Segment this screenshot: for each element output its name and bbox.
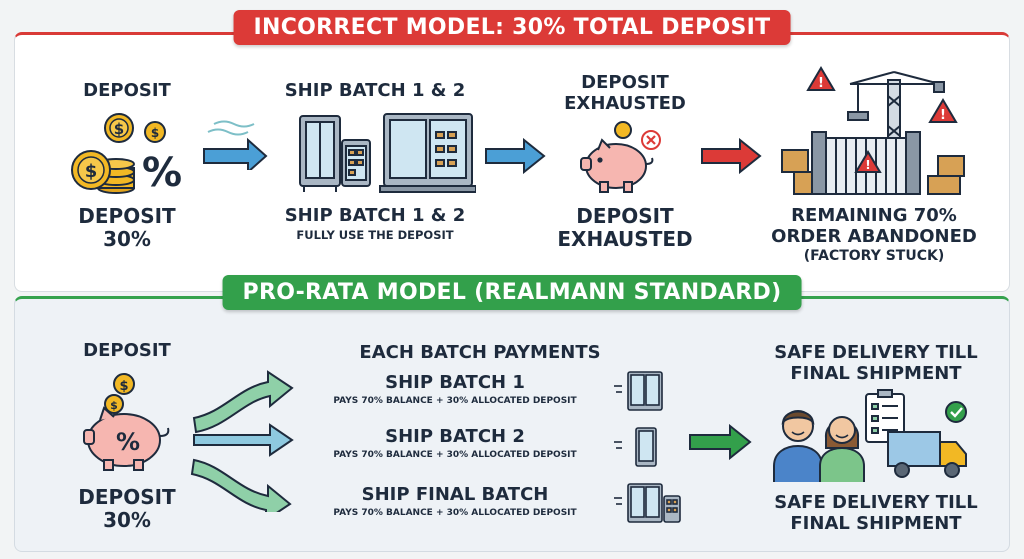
svg-text:!: !: [940, 108, 946, 123]
svg-text:%: %: [116, 428, 140, 456]
ship-batch-title: SHIP BATCH 1 & 2: [284, 80, 466, 101]
order-abandoned-label: REMAINING 70% ORDER ABANDONED (FACTORY S…: [771, 205, 977, 264]
split-arrows-icon: [190, 370, 294, 512]
fridge-batch-icon: [299, 113, 476, 193]
piggy-bank-empty-icon: [580, 121, 661, 193]
fridge-icon: [614, 427, 657, 467]
flow-arrow-red-icon: [701, 138, 762, 174]
coins-percent-icon: $ $ $ %: [71, 113, 182, 196]
svg-text:$: $: [151, 126, 159, 140]
prorata-deposit-title: DEPOSIT: [83, 340, 171, 361]
factory-stuck-icon: ! ! !: [781, 66, 965, 195]
batch-payments-heading: EACH BATCH PAYMENTS: [359, 342, 601, 363]
incorrect-model-banner: INCORRECT MODEL: 30% TOTAL DEPOSIT: [233, 10, 791, 45]
flow-arrow-icon: [485, 138, 546, 174]
svg-text:!: !: [865, 158, 870, 172]
svg-text:!: !: [818, 76, 824, 91]
svg-text:$: $: [119, 379, 128, 394]
svg-text:%: %: [142, 150, 182, 196]
ship-batch-label: SHIP BATCH 1 & 2 FULLY USE THE DEPOSIT: [284, 205, 466, 242]
batch-item-1: SHIP BATCH 1 PAYS 70% BALANCE + 30% ALLO…: [333, 372, 577, 406]
deposit-exhausted-title: DEPOSIT EXHAUSTED: [564, 72, 686, 114]
svg-text:$: $: [114, 120, 124, 138]
fridge-icon: [614, 371, 663, 411]
svg-text:$: $: [110, 399, 118, 412]
svg-text:$: $: [85, 161, 98, 182]
prorata-model-banner: PRO-RATA MODEL (REALMANN STANDARD): [222, 275, 802, 310]
deposit-exhausted-label: DEPOSIT EXHAUSTED: [557, 204, 693, 251]
flow-arrow-icon: [203, 120, 268, 170]
flow-arrow-green-icon: [689, 424, 752, 460]
team-delivery-icon: [773, 389, 967, 482]
deposit-label: DEPOSIT 30%: [78, 204, 176, 251]
batch-item-3: SHIP FINAL BATCH PAYS 70% BALANCE + 30% …: [333, 484, 577, 518]
deposit-title: DEPOSIT: [83, 80, 171, 101]
safe-delivery-title: SAFE DELIVERY TILL FINAL SHIPMENT: [774, 342, 978, 384]
fridge-icon: [614, 483, 681, 523]
safe-delivery-label: SAFE DELIVERY TILL FINAL SHIPMENT: [774, 492, 978, 534]
piggy-bank-icon: $ $ %: [83, 373, 170, 471]
prorata-deposit-label: DEPOSIT 30%: [78, 485, 176, 532]
batch-item-2: SHIP BATCH 2 PAYS 70% BALANCE + 30% ALLO…: [333, 426, 577, 460]
